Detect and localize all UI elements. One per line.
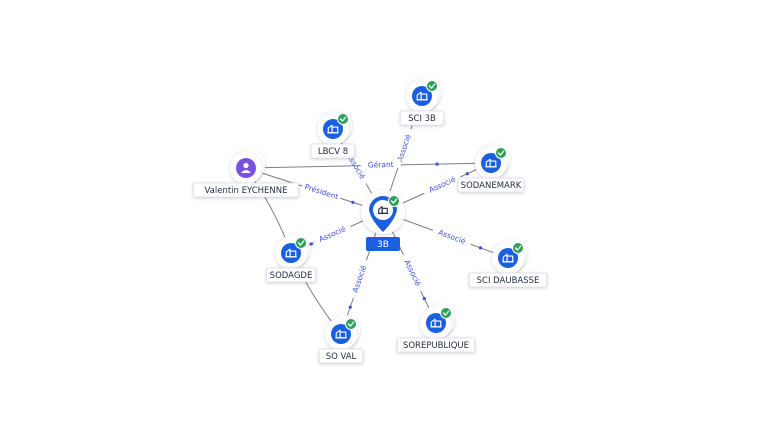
verified-check-icon [337, 113, 349, 125]
building-icon [416, 91, 428, 101]
node-label-text: LBCV 8 [318, 147, 348, 157]
verified-check-icon [495, 147, 507, 159]
node-label: SODANEMARK [457, 177, 525, 193]
node-label: LBCV 8 [310, 143, 356, 159]
node-label: SODAGDE [265, 267, 316, 283]
building-icon [327, 124, 339, 134]
edge-arrow [465, 172, 469, 176]
edge-label: Associé [395, 133, 413, 163]
building-icon [502, 253, 514, 263]
building-icon [335, 329, 347, 339]
node-label: SO VAL [318, 348, 364, 364]
node-label: SCI 3B [399, 110, 445, 126]
verified-check-icon [512, 242, 524, 254]
node-lbcv8[interactable]: LBCV 8 [310, 110, 356, 159]
edge-arrow [478, 246, 483, 250]
edge-label-bg [301, 180, 343, 202]
edge-label-bg [431, 224, 473, 248]
node-label: Valentin EYCHENNE [192, 182, 299, 198]
center-label: 3B [366, 237, 400, 251]
building-icon [485, 158, 497, 168]
node-scidaubasse[interactable]: SCI DAUBASSE [468, 239, 547, 288]
node-label: SCI DAUBASSE [468, 272, 547, 288]
edge-label: Associé [351, 264, 369, 294]
edge-label: Associé [437, 228, 467, 246]
center-label-text: 3B [377, 240, 389, 250]
edge-label: Gérant [368, 160, 394, 170]
node-label-text: SCI 3B [408, 114, 436, 124]
node-sodanemark[interactable]: SODANEMARK [457, 144, 525, 193]
node-label-text: SODAGDE [270, 271, 313, 281]
edge-label-bg [400, 252, 427, 293]
edge-valentin-sodanemark: Gérant [245, 158, 492, 170]
node-label-text: SOREPUBLIQUE [403, 341, 469, 351]
verified-check-icon [345, 318, 357, 330]
building-icon [430, 318, 442, 328]
building-icon [285, 248, 297, 258]
node-sci3b[interactable]: SCI 3B [399, 77, 445, 126]
edge-label: Associé [402, 258, 423, 288]
edge-arrow [348, 305, 352, 309]
node-center[interactable]: 3B [361, 190, 405, 251]
node-valentin[interactable]: Valentin EYCHENNE [192, 149, 299, 198]
nodes-layer: LBCV 8 SCI 3B SODANEMARK SCI DAUBASSE SOREPU… [192, 77, 547, 364]
edge-label: Associé [317, 224, 347, 244]
edge-arrow [422, 296, 426, 301]
node-label-text: SCI DAUBASSE [477, 276, 540, 286]
node-label-text: SODANEMARK [461, 181, 522, 191]
node-label-text: SO VAL [326, 352, 357, 362]
edge-arrow [435, 162, 439, 166]
edges-layer: AssociéAssociéAssociéAssociéAssociéAssoc… [245, 95, 509, 335]
verified-check-icon [295, 237, 307, 249]
edge-label-bg [311, 220, 352, 246]
edge-arrow [351, 200, 355, 204]
verified-check-icon [426, 80, 438, 92]
edge-label: Président [303, 182, 339, 201]
edge-label-bg [421, 171, 462, 197]
edge-label-bg [392, 127, 414, 169]
verified-check-icon [388, 195, 400, 207]
edge-label-bg [360, 158, 401, 169]
node-label: SOREPUBLIQUE [396, 337, 475, 353]
edge-arrow [309, 242, 313, 246]
node-soval[interactable]: SO VAL [318, 315, 364, 364]
verified-check-icon [440, 307, 452, 319]
node-sorepublique[interactable]: SOREPUBLIQUE [396, 304, 475, 353]
building-icon [377, 206, 389, 214]
person-icon [241, 162, 251, 173]
edge-label: Associé [427, 174, 457, 194]
edge-label-bg [347, 258, 370, 299]
node-label-text: Valentin EYCHENNE [204, 186, 287, 196]
node-sodagde[interactable]: SODAGDE [265, 234, 316, 283]
